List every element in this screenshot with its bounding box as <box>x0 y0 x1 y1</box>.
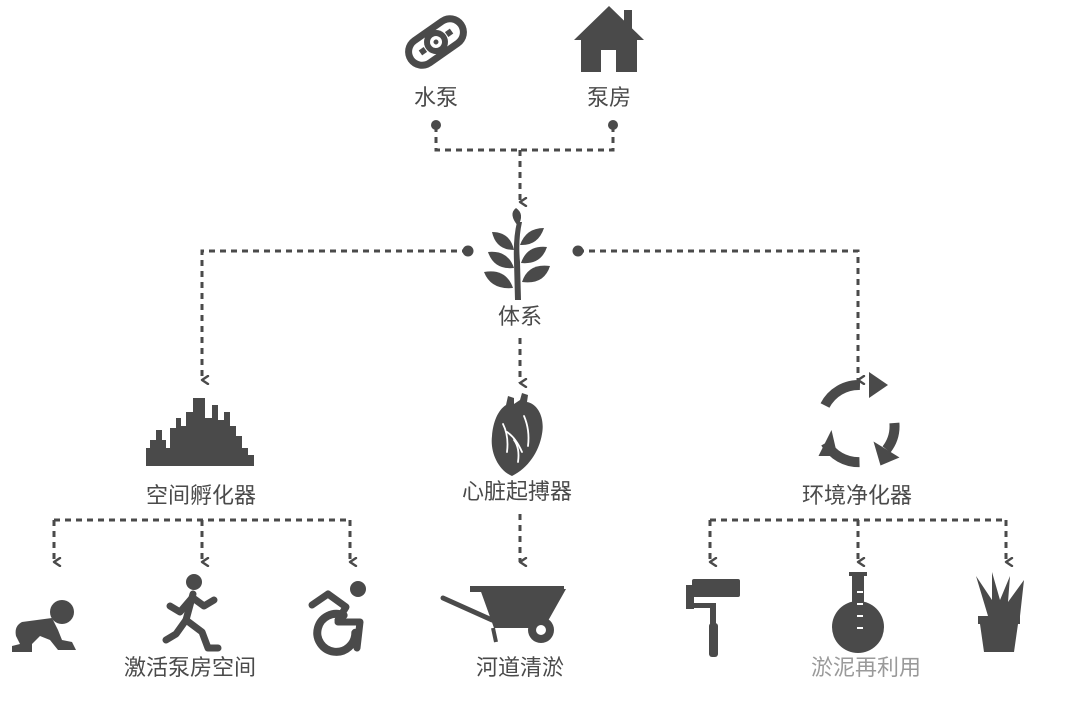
flask-icon <box>832 572 884 653</box>
label-env-purifier: 环境净化器 <box>801 484 913 509</box>
label-silt-reuse: 淤泥再利用 <box>810 656 922 681</box>
connector-dot-pump <box>431 120 441 130</box>
connector-dot-system-left <box>462 245 474 257</box>
connector-pump-house <box>520 126 615 152</box>
label-activate-pump-space: 激活泵房空间 <box>123 656 257 681</box>
label-space-incubator: 空间孵化器 <box>145 484 257 509</box>
paint-roller-icon <box>686 579 740 657</box>
wheelbarrow-icon <box>440 586 566 643</box>
crawling-baby-icon <box>12 600 76 652</box>
runner-icon <box>162 574 222 652</box>
label-pump-house: 泵房 <box>586 86 632 111</box>
city-skyline-icon <box>146 398 254 466</box>
connector-system-right <box>578 249 858 380</box>
label-pump: 水泵 <box>413 86 459 111</box>
connector-system-left <box>200 249 468 380</box>
label-river-dredging: 河道清淤 <box>475 656 565 681</box>
label-system: 体系 <box>497 305 543 330</box>
connector-dot-system-right <box>572 245 584 257</box>
potted-plant-icon <box>976 572 1024 652</box>
plant-icon <box>484 208 550 300</box>
heart-icon <box>491 393 543 476</box>
label-heart-pacemaker: 心脏起搏器 <box>461 480 573 505</box>
house-icon <box>574 6 644 72</box>
wheelchair-icon <box>308 581 366 656</box>
connector-dot-pump-house <box>608 120 618 130</box>
connector-pump <box>434 126 520 152</box>
water-pump-icon <box>405 15 467 69</box>
